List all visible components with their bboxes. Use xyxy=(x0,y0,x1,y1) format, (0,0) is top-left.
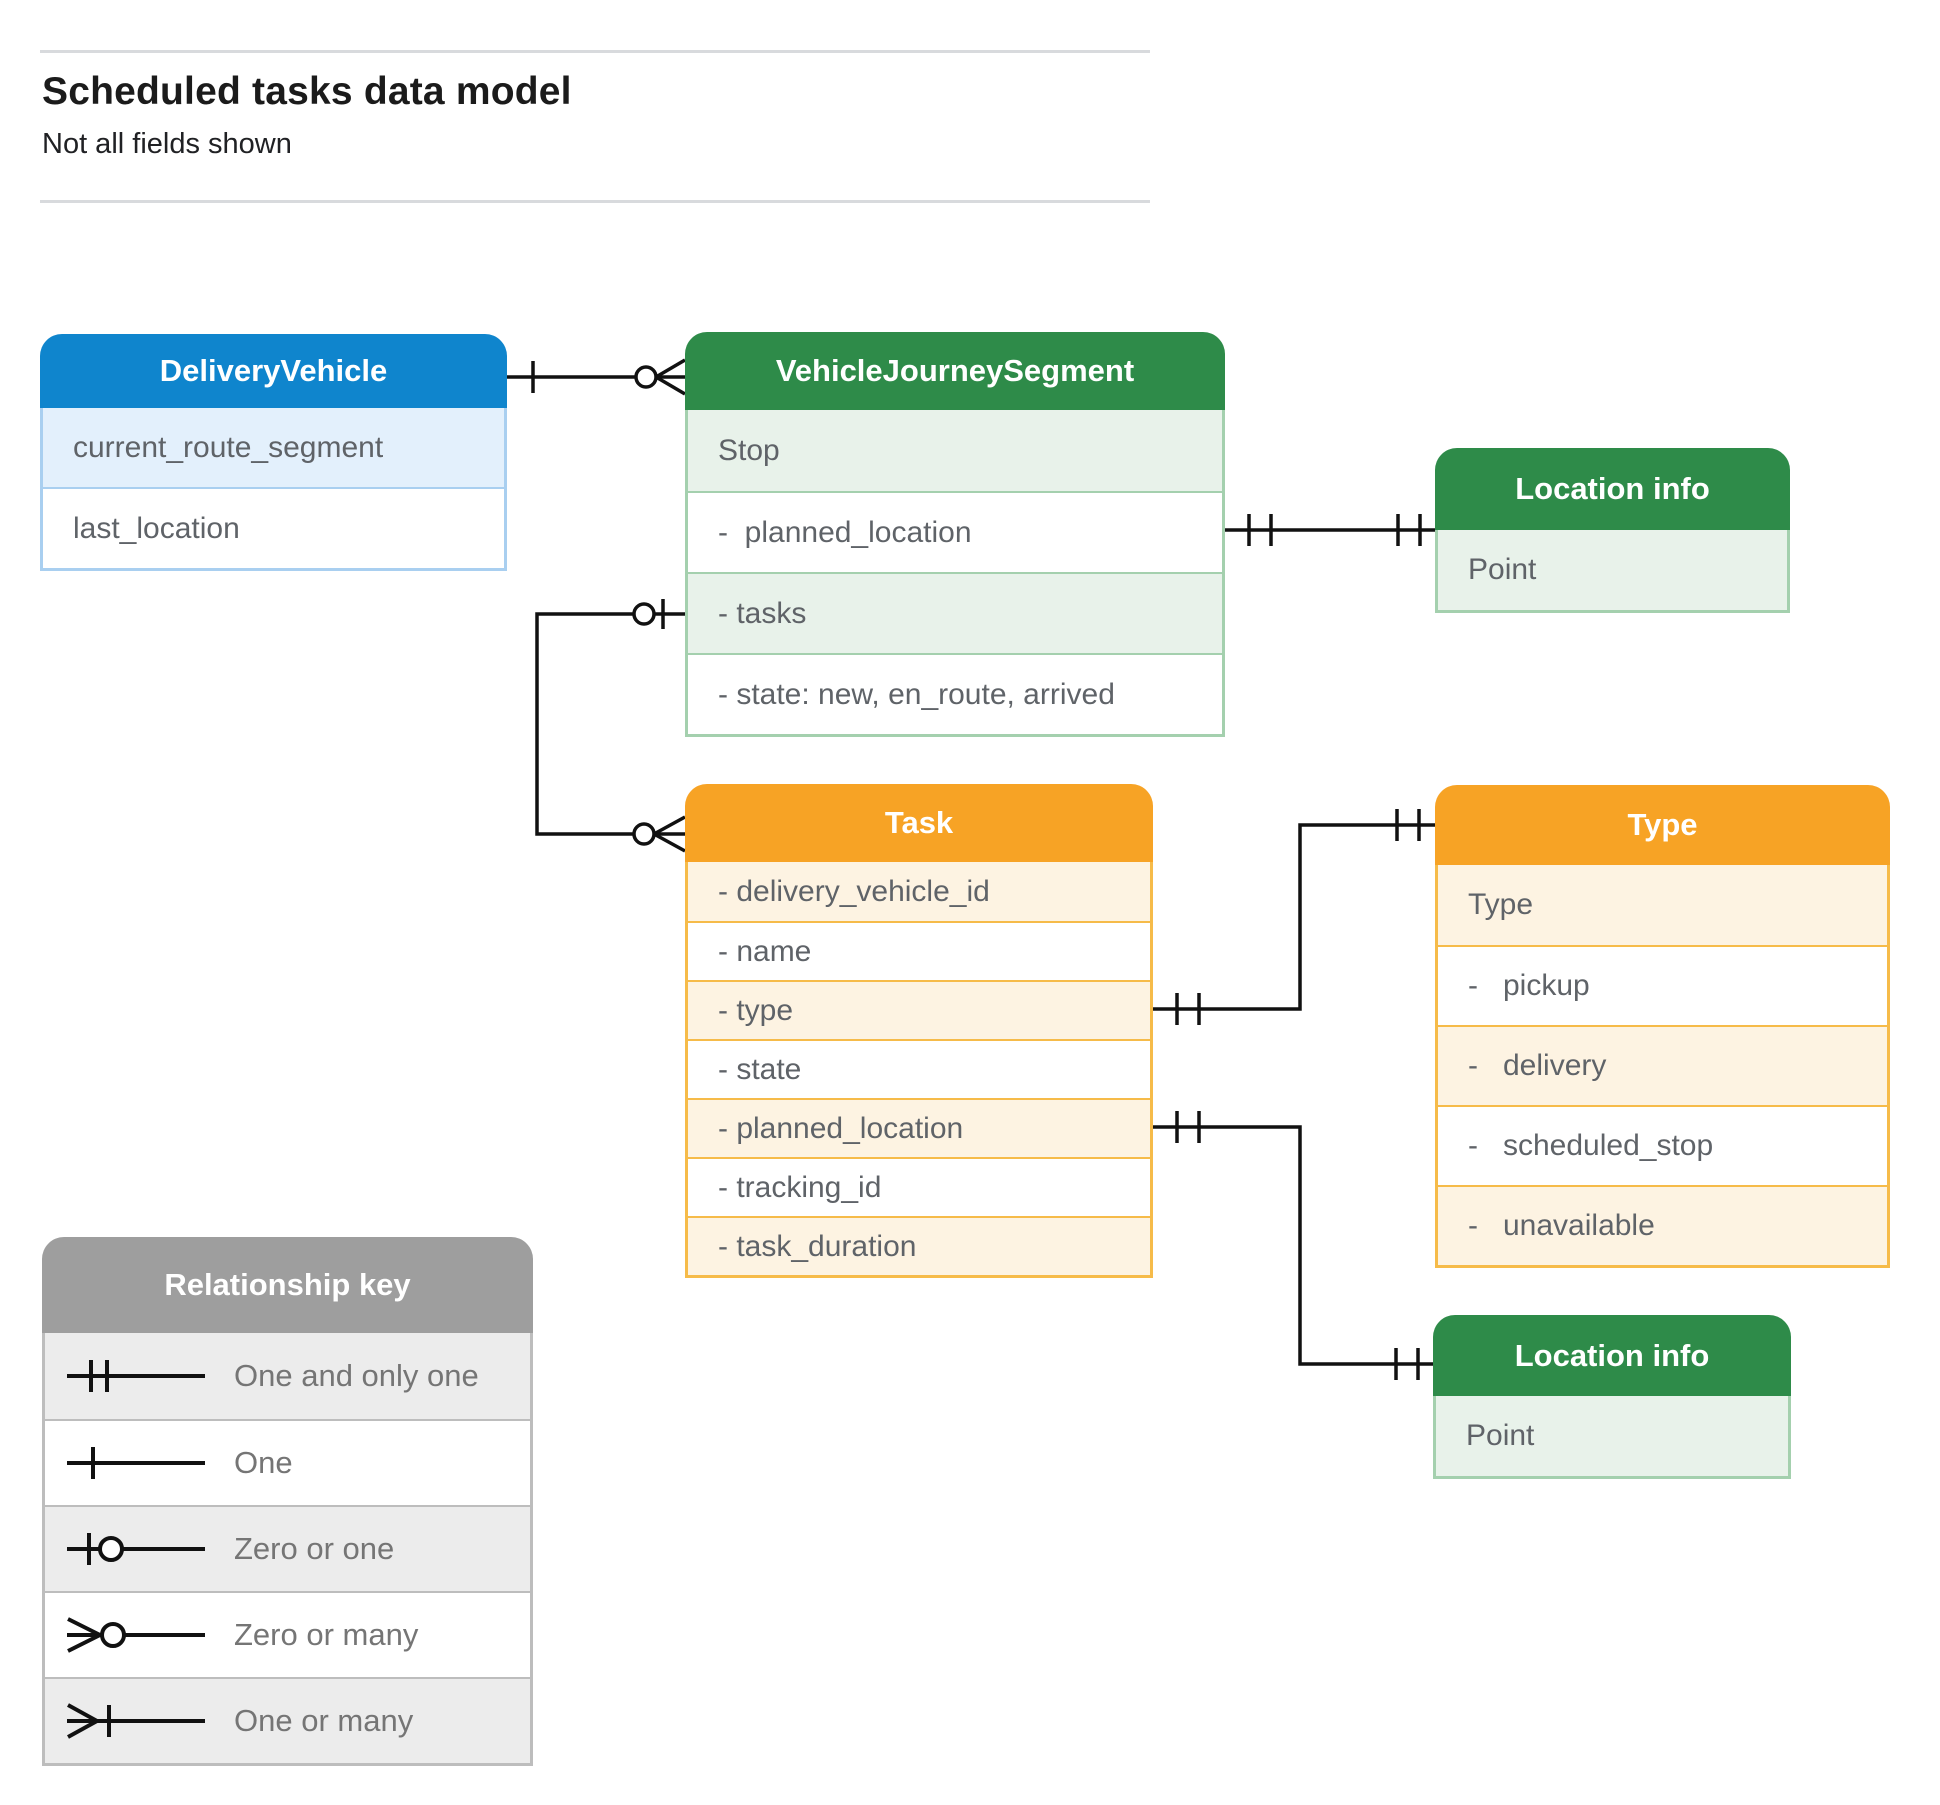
field-last-location: last_location xyxy=(43,487,504,568)
zero-or-many-icon xyxy=(67,1617,205,1653)
legend-item-one: One xyxy=(45,1419,530,1505)
connector-type-type-entity xyxy=(1153,809,1435,1025)
entity-delivery-vehicle: DeliveryVehicle current_route_segment la… xyxy=(40,334,507,571)
entity-task-header: Task xyxy=(685,784,1153,862)
field-tasks: - tasks xyxy=(688,572,1222,653)
field-point: Point xyxy=(1438,530,1787,610)
field-pickup: - pickup xyxy=(1438,945,1887,1025)
field-type: - type xyxy=(688,980,1150,1039)
top-divider xyxy=(40,50,1150,53)
one-or-many-icon xyxy=(67,1703,205,1739)
field-unavailable: - unavailable xyxy=(1438,1185,1887,1265)
one-icon xyxy=(67,1447,205,1479)
field-tracking-id: - tracking_id xyxy=(688,1157,1150,1216)
legend-label: Zero or one xyxy=(234,1531,395,1566)
connector-tasks-task xyxy=(535,599,686,853)
zero-or-one-icon xyxy=(67,1533,205,1565)
field-scheduled-stop: - scheduled_stop xyxy=(1438,1105,1887,1185)
field-name: - name xyxy=(688,921,1150,980)
entity-location-info-top-body: Point xyxy=(1435,530,1790,613)
relationship-key: Relationship key One and only one One Ze xyxy=(42,1237,533,1766)
legend-label: One xyxy=(234,1445,293,1480)
entity-task-body: - delivery_vehicle_id - name - type - st… xyxy=(685,862,1153,1278)
entity-delivery-vehicle-body: current_route_segment last_location xyxy=(40,408,507,571)
entity-type: Type Type - pickup - delivery - schedule… xyxy=(1435,785,1890,1268)
legend-item-zero-or-many: Zero or many xyxy=(45,1591,530,1677)
field-delivery-vehicle-id: - delivery_vehicle_id xyxy=(688,862,1150,921)
legend-label: One and only one xyxy=(234,1358,479,1393)
entity-vehicle-journey-segment: VehicleJourneySegment Stop - planned_loc… xyxy=(685,332,1225,737)
entity-location-info-bottom-header: Location info xyxy=(1433,1315,1791,1396)
entity-type-header: Type xyxy=(1435,785,1890,865)
field-stop: Stop xyxy=(688,410,1222,491)
entity-type-body: Type - pickup - delivery - scheduled_sto… xyxy=(1435,865,1890,1268)
connector-plannedlocation-locationinfo-bottom xyxy=(1153,1111,1433,1380)
relationship-key-header: Relationship key xyxy=(42,1237,533,1333)
field-state: - state xyxy=(688,1039,1150,1098)
entity-location-info-bottom-body: Point xyxy=(1433,1396,1791,1479)
field-state: - state: new, en_route, arrived xyxy=(688,653,1222,734)
field-task-duration: - task_duration xyxy=(688,1216,1150,1275)
entity-delivery-vehicle-header: DeliveryVehicle xyxy=(40,334,507,408)
connector-deliveryvehicle-vehiclejourneysegment xyxy=(507,358,686,396)
page-subtitle: Not all fields shown xyxy=(42,128,292,160)
field-point: Point xyxy=(1436,1396,1788,1476)
one-and-only-one-icon xyxy=(67,1360,205,1392)
field-type-label: Type xyxy=(1438,865,1887,945)
field-delivery: - delivery xyxy=(1438,1025,1887,1105)
page-title: Scheduled tasks data model xyxy=(42,70,572,113)
entity-task: Task - delivery_vehicle_id - name - type… xyxy=(685,784,1153,1278)
connector-plannedlocation-locationinfo-top xyxy=(1225,514,1435,546)
legend-item-one-and-only-one: One and only one xyxy=(45,1333,530,1419)
legend-item-one-or-many: One or many xyxy=(45,1677,530,1763)
relationship-key-body: One and only one One Zero or one xyxy=(42,1333,533,1766)
legend-item-zero-or-one: Zero or one xyxy=(45,1505,530,1591)
field-planned-location: - planned_location xyxy=(688,491,1222,572)
title-divider xyxy=(40,200,1150,203)
entity-location-info-top-header: Location info xyxy=(1435,448,1790,530)
entity-location-info-top: Location info Point xyxy=(1435,448,1790,613)
entity-vehicle-journey-segment-header: VehicleJourneySegment xyxy=(685,332,1225,410)
legend-label: One or many xyxy=(234,1703,414,1738)
field-planned-location: - planned_location xyxy=(688,1098,1150,1157)
legend-label: Zero or many xyxy=(234,1617,419,1652)
entity-vehicle-journey-segment-body: Stop - planned_location - tasks - state:… xyxy=(685,410,1225,737)
field-current-route-segment: current_route_segment xyxy=(43,408,504,487)
entity-location-info-bottom: Location info Point xyxy=(1433,1315,1791,1479)
